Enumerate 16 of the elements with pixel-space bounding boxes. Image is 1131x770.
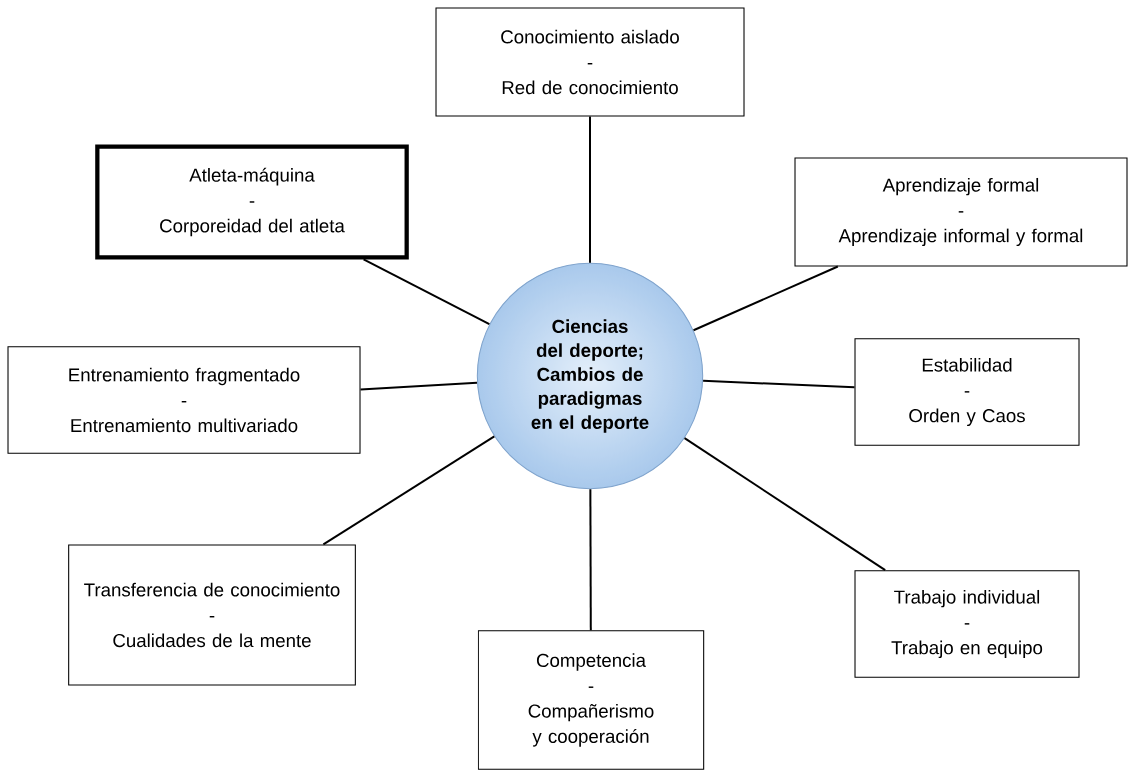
paradigm-box: Transferencia de conocimiento - Cualidades de la mente — [68, 544, 356, 686]
paradigm-box: Conocimiento aislado - Red de conocimiento — [435, 7, 745, 117]
paradigm-box: Trabajo individual - Trabajo en equipo — [854, 570, 1080, 678]
connector-line — [692, 265, 839, 332]
connector-line — [589, 115, 591, 264]
paradigm-box: Estabilidad - Orden y Caos — [854, 338, 1080, 446]
connector-line — [362, 258, 491, 326]
paradigm-box: Atleta-máquina - Corporeidad del atleta — [95, 144, 409, 260]
paradigm-box: Competencia - Compañerismo y cooperación — [477, 630, 705, 770]
connector-line — [702, 379, 856, 389]
paradigm-box: Aprendizaje formal - Aprendizaje informal y formal — [794, 157, 1128, 267]
connector-line — [359, 381, 478, 391]
connector-line — [322, 435, 496, 546]
paradigm-box: Entrenamiento fragmentado - Entrenamiento multivariado — [7, 346, 361, 454]
connector-line — [683, 437, 887, 572]
connector-line — [589, 488, 592, 632]
